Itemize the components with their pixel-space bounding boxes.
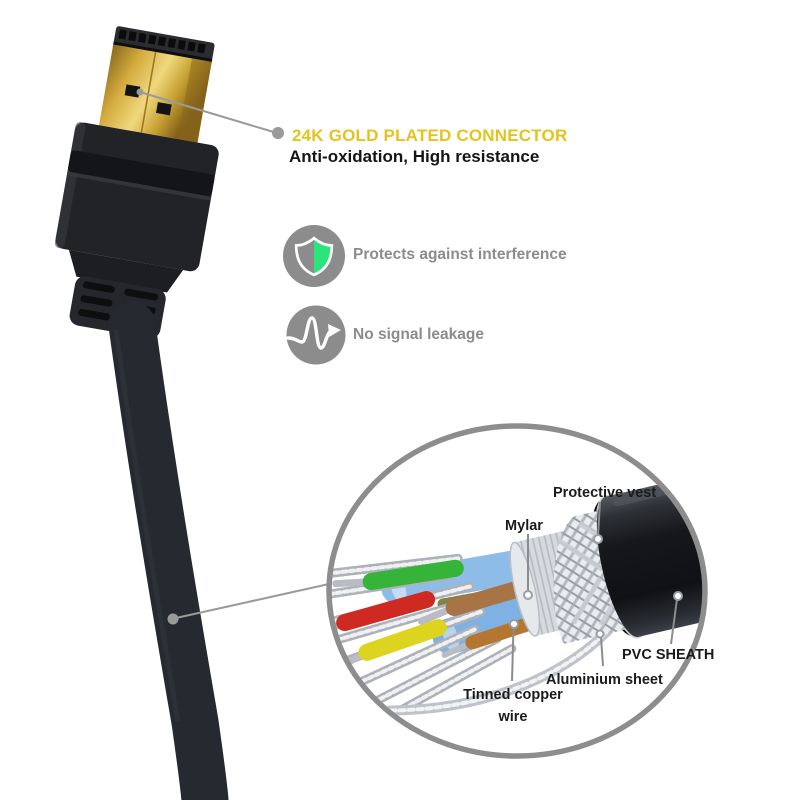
label-mylar: Mylar <box>505 518 543 534</box>
gold-connector-title: 24K GOLD PLATED CONNECTOR <box>292 126 568 145</box>
label-aluminium-sheet: Aluminium sheet <box>546 672 663 688</box>
gold-connector-subtitle: Anti-oxidation, High resistance <box>289 147 540 166</box>
pvc-sheath <box>596 460 705 637</box>
connector-gold-shell <box>99 44 212 143</box>
hdmi-cable <box>108 301 229 800</box>
callout-dot <box>593 534 603 544</box>
hdmi-connector <box>54 26 219 339</box>
feature-interference-label: Protects against interference <box>353 246 567 263</box>
callout-dot <box>167 613 179 625</box>
cable-callout <box>167 583 330 625</box>
callout-dot <box>136 88 144 96</box>
label-tinned-copper-line1: Tinned copper <box>463 687 563 703</box>
cable-highlight <box>113 329 181 723</box>
callout-dot <box>595 629 605 639</box>
label-protective-vest: Protective vest <box>553 485 656 501</box>
connector-pin-face <box>112 26 215 67</box>
connector-callout <box>136 88 284 139</box>
label-tinned-copper-line2: wire <box>497 709 527 725</box>
feature-leakage-label: No signal leakage <box>353 326 484 343</box>
colored-wires <box>329 559 532 671</box>
connector-body <box>54 122 219 293</box>
magnifier-circle <box>326 423 708 759</box>
shield-icon <box>283 225 345 287</box>
callout-dot <box>509 619 519 629</box>
cutaway-callouts <box>509 501 683 682</box>
callout-dot <box>673 591 683 601</box>
label-pvc-sheath: PVC SHEATH <box>622 647 714 663</box>
callout-dot <box>523 590 533 600</box>
no-signal-leakage-icon <box>286 305 346 365</box>
callout-dot <box>272 127 284 139</box>
